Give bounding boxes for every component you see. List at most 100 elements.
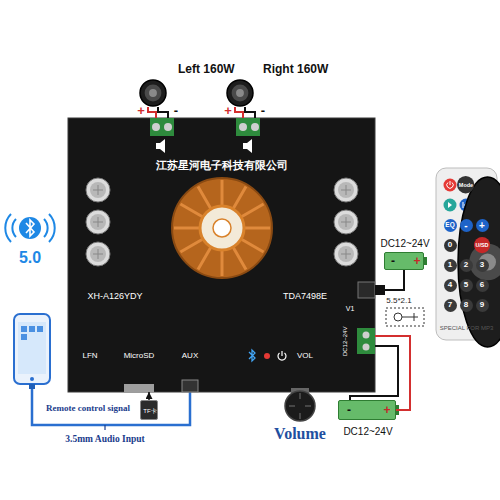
button-label: 1 xyxy=(448,261,452,270)
fan-frame xyxy=(172,178,272,278)
button-label: 6 xyxy=(480,281,484,290)
button-face xyxy=(460,219,473,232)
app-icon xyxy=(29,326,35,332)
power-glyph xyxy=(447,181,453,188)
play-button xyxy=(444,199,457,212)
button-label: 3 xyxy=(480,261,484,270)
capacitor-body xyxy=(86,242,110,266)
capacitor xyxy=(334,242,358,266)
speaker-rating: Right 160W xyxy=(263,63,328,76)
dc-jack-symbol xyxy=(386,308,424,326)
capacitor-top xyxy=(90,182,106,198)
button-face xyxy=(476,299,489,312)
remote-button: 9 xyxy=(476,299,489,312)
button-face xyxy=(457,176,474,193)
capacitor-top xyxy=(338,214,354,230)
remote-button: 6 xyxy=(476,279,489,292)
fan-fins xyxy=(174,180,270,276)
input-note: 3.5mm Audio Input xyxy=(65,434,144,444)
remote-model: SPECIAL FOR MP3 xyxy=(440,325,493,332)
power-led xyxy=(264,353,270,359)
chip-name: TDA7498E xyxy=(283,292,327,302)
power-wire xyxy=(350,346,398,400)
button-face xyxy=(444,279,457,292)
speaker-glyph xyxy=(243,139,252,153)
phone-body xyxy=(14,314,50,384)
button-label: EQ xyxy=(445,221,454,228)
remote-button: EQ xyxy=(444,219,457,232)
jack-line xyxy=(402,313,418,321)
volume-knob xyxy=(285,391,315,421)
port-name: LFN xyxy=(82,352,97,361)
button-label: 4 xyxy=(448,281,452,290)
button-label: Mode xyxy=(459,182,473,188)
remote-button: Mode xyxy=(457,176,474,193)
company-name: 江苏星河电子科技有限公司 xyxy=(156,159,288,171)
cooling-fan xyxy=(172,178,272,278)
remote-control: ModeEQ-+0U/SD123456789SPECIAL FOR MP3 xyxy=(436,168,497,340)
polarity-sign: - xyxy=(174,104,178,118)
remote-button: 0 xyxy=(444,239,457,252)
speaker-terminal xyxy=(150,118,174,136)
signal-wave xyxy=(12,219,16,237)
knob-ridges xyxy=(289,393,311,419)
capacitor-body xyxy=(334,210,358,234)
capacitor xyxy=(86,178,110,202)
power-symbol xyxy=(278,351,286,360)
fan-center xyxy=(213,219,231,237)
terminal-screw xyxy=(363,332,370,339)
button-face xyxy=(444,259,457,272)
power-button xyxy=(444,179,457,192)
polarity-sign: + xyxy=(383,404,390,417)
capacitor-vent xyxy=(341,249,351,259)
button-label: + xyxy=(479,220,485,231)
speaker-frame xyxy=(458,177,500,347)
button-face xyxy=(474,237,490,253)
button-face xyxy=(476,219,489,232)
remote-button: U/SD xyxy=(474,237,490,253)
capacitor-top xyxy=(338,182,354,198)
speaker-icon xyxy=(139,79,167,107)
cable-plug xyxy=(29,384,35,389)
remote-button: 5 xyxy=(460,279,473,292)
app-icon xyxy=(37,326,43,332)
voltage-label: DC12~24V xyxy=(380,238,429,249)
insert-arrow xyxy=(148,392,150,400)
remote-button: 7 xyxy=(444,299,457,312)
board-body xyxy=(68,118,375,392)
power-input-mark: DC12~24V xyxy=(343,326,350,356)
signal-wave xyxy=(49,214,55,242)
button-label: U/SD xyxy=(475,242,488,248)
button-face xyxy=(460,279,473,292)
control-name: Volume xyxy=(274,425,326,443)
app-icon xyxy=(21,326,27,332)
polarity-sign: - xyxy=(391,255,395,268)
signal-wave xyxy=(44,219,48,237)
button-face xyxy=(444,239,457,252)
speaker-wire xyxy=(235,107,243,118)
speaker-icon xyxy=(226,79,254,107)
jack-size: 5.5*2.1 xyxy=(386,297,411,306)
phone xyxy=(14,314,50,384)
phone-screen xyxy=(18,322,46,374)
remote-button: - xyxy=(460,219,473,232)
speaker-frame xyxy=(140,80,166,106)
leader-line xyxy=(104,425,105,430)
speaker-cone xyxy=(145,85,162,102)
speaker-dome xyxy=(236,89,244,97)
bluetooth-led xyxy=(249,350,255,361)
card-label: TF卡 xyxy=(143,408,156,415)
button-label: 9 xyxy=(480,301,484,310)
terminal-screw xyxy=(239,123,247,131)
polarity-sign: + xyxy=(413,255,420,268)
capacitor-vent xyxy=(341,185,351,195)
speaker-glyph xyxy=(156,139,165,153)
capacitor-body xyxy=(86,178,110,202)
speaker-wire xyxy=(148,107,156,118)
bluetooth-disc xyxy=(19,217,41,239)
capacitor-vent xyxy=(93,217,103,227)
terminal-screw xyxy=(363,344,370,351)
model-number: XH-A126YDY xyxy=(87,292,142,302)
